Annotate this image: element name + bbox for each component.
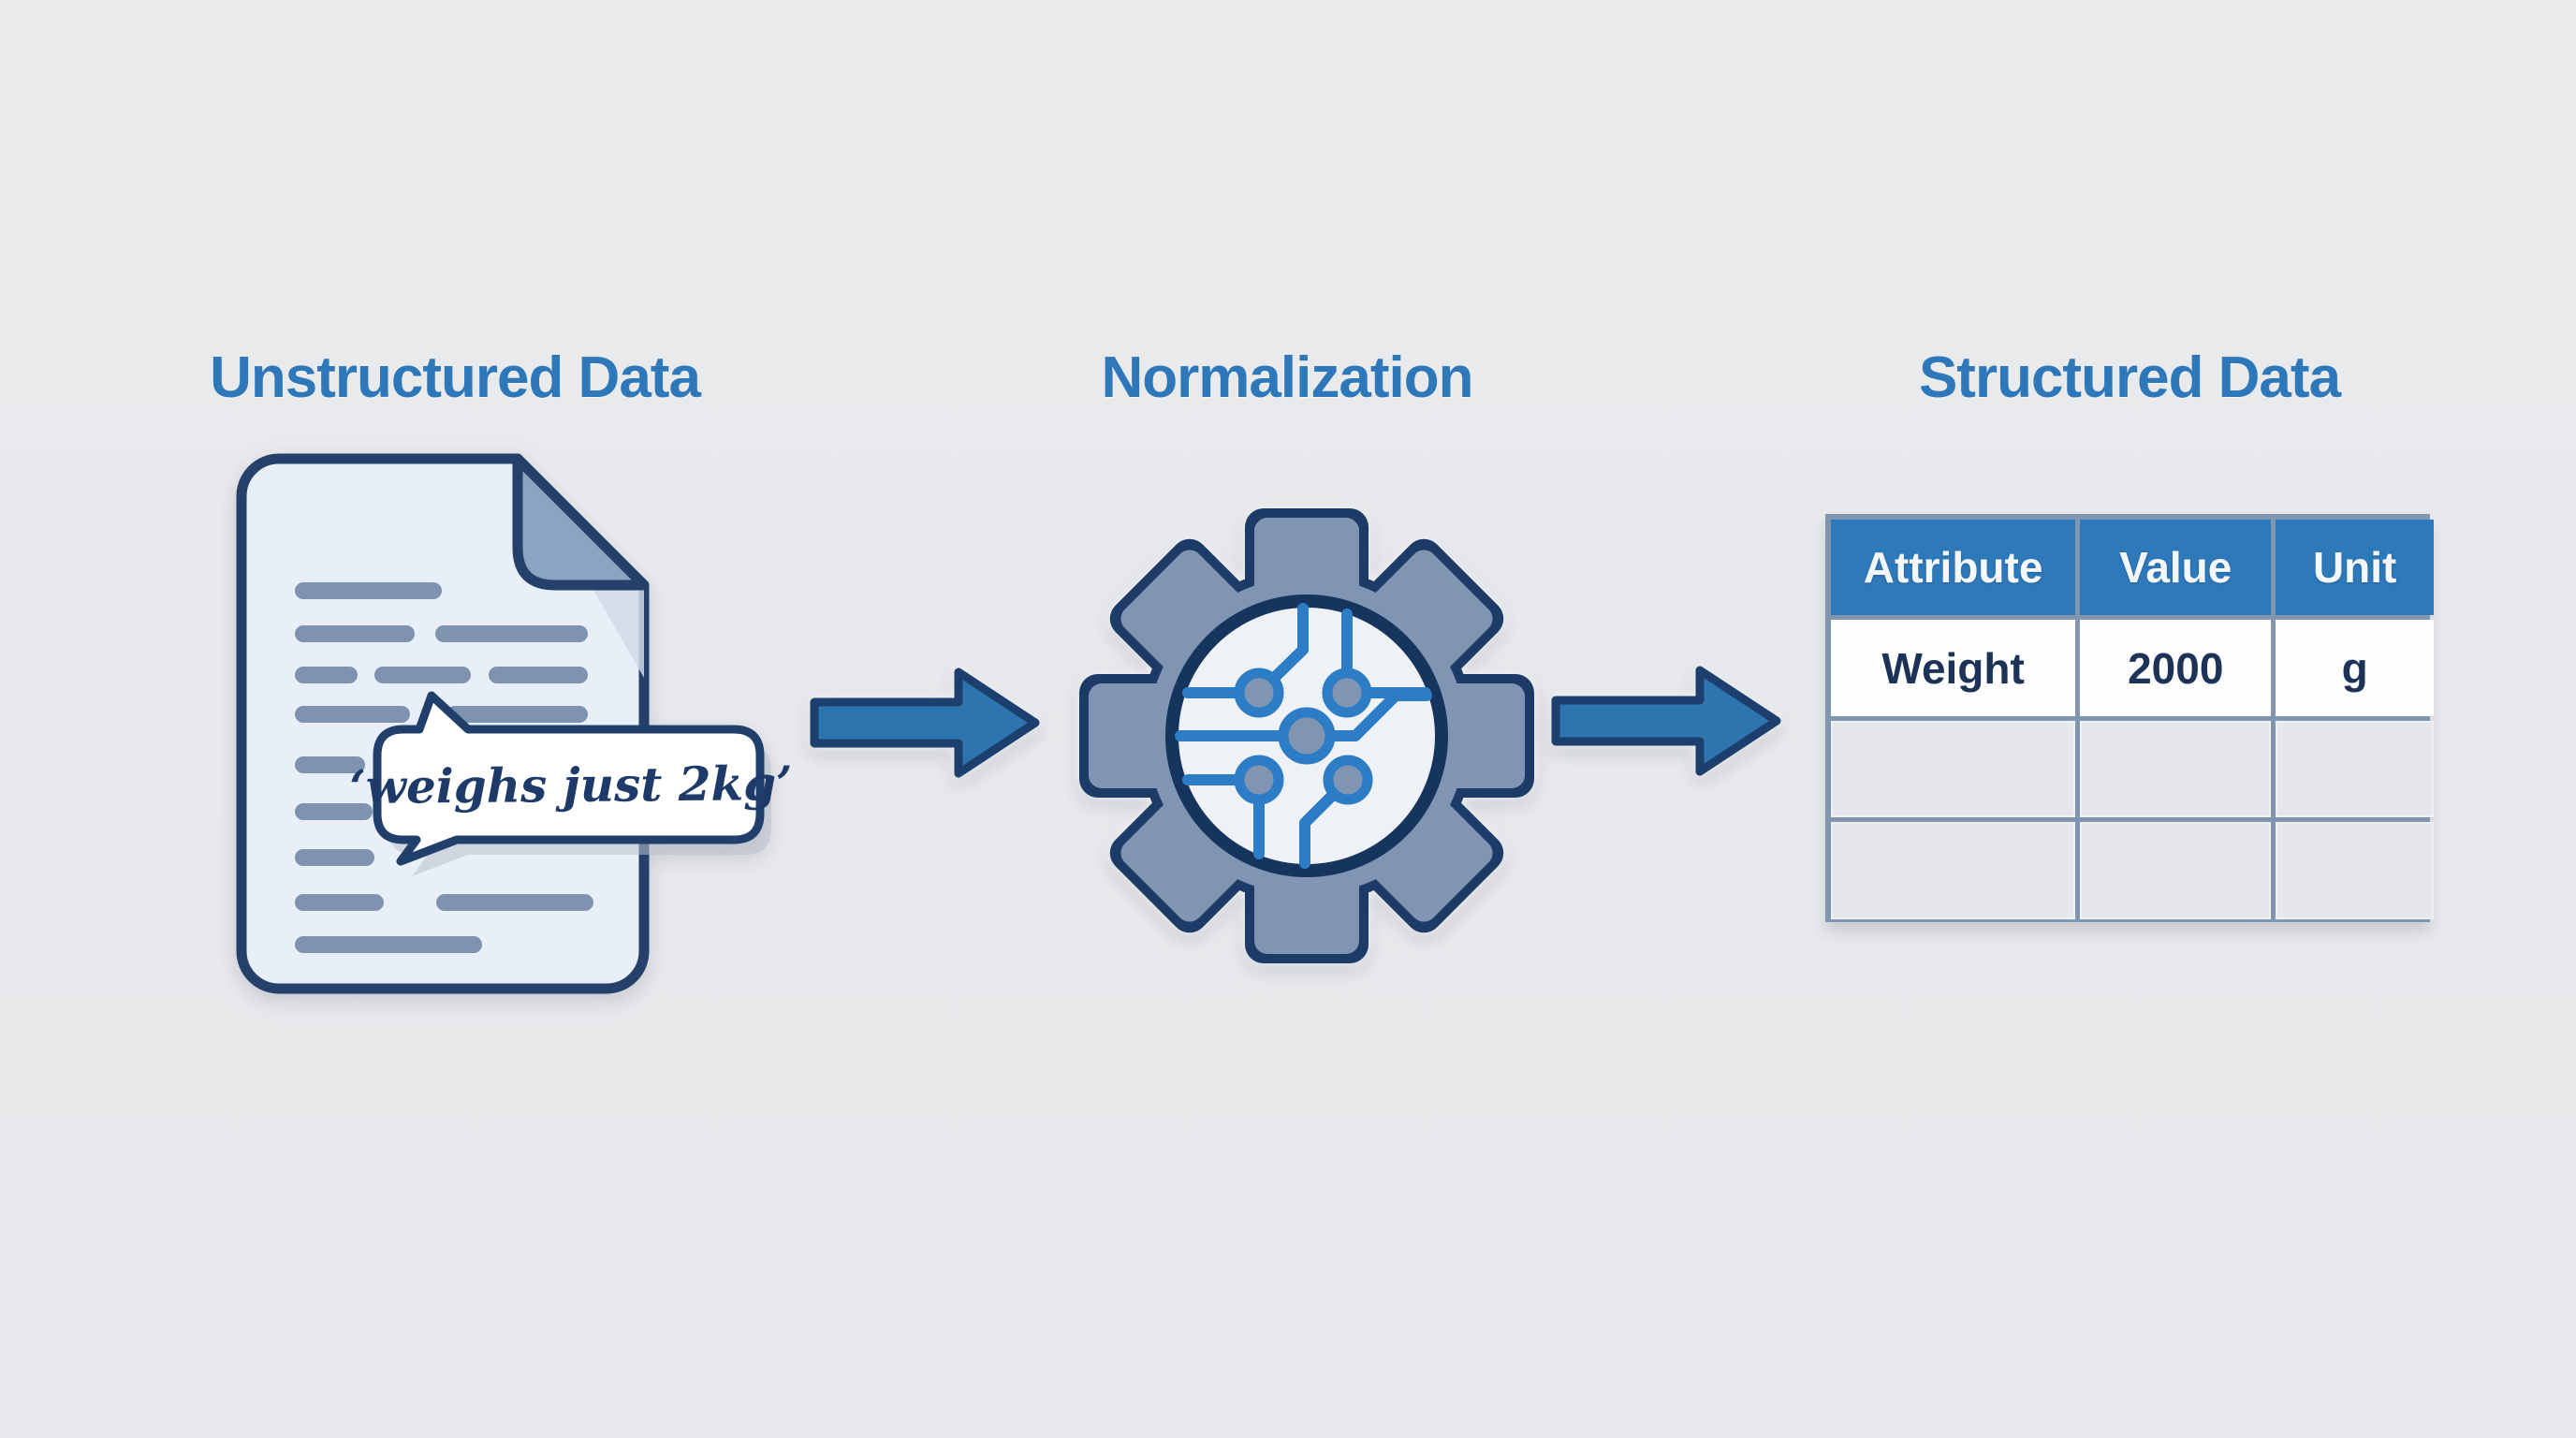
table-header-value: Value: [2080, 520, 2272, 615]
arrow-right-icon-1: [810, 668, 1040, 778]
circuit-nodes: [1234, 668, 1373, 805]
table-cell-empty: [2080, 721, 2272, 817]
arrow-right-icon-2: [1551, 666, 1781, 776]
title-normalization: Normalization: [1101, 345, 1474, 410]
table-cell-empty: [2276, 822, 2434, 919]
document-text-lines: [295, 582, 593, 953]
structured-data-table: Attribute Value Unit Weight 2000 g: [1825, 514, 2434, 922]
document-fold: [512, 453, 650, 591]
title-structured-data: Structured Data: [1918, 345, 2341, 410]
gear-icon: [1079, 508, 1534, 963]
table-cell-empty: [1831, 721, 2076, 817]
table-cell-empty: [2080, 822, 2272, 919]
document-icon: [236, 453, 771, 994]
title-unstructured-data: Unstructured Data: [210, 345, 701, 410]
table-cell-attribute: Weight: [1831, 620, 2076, 716]
table-header-unit: Unit: [2276, 520, 2434, 615]
table-cell-empty: [2276, 721, 2434, 817]
table-cell-unit: g: [2276, 620, 2434, 716]
table-header-attribute: Attribute: [1831, 520, 2076, 615]
speech-bubble-text: ‘weighs just 2kg’: [349, 755, 793, 814]
speech-bubble-icon: [373, 691, 765, 866]
table-cell-empty: [1831, 822, 2076, 919]
table-cell-value: 2000: [2080, 620, 2272, 716]
